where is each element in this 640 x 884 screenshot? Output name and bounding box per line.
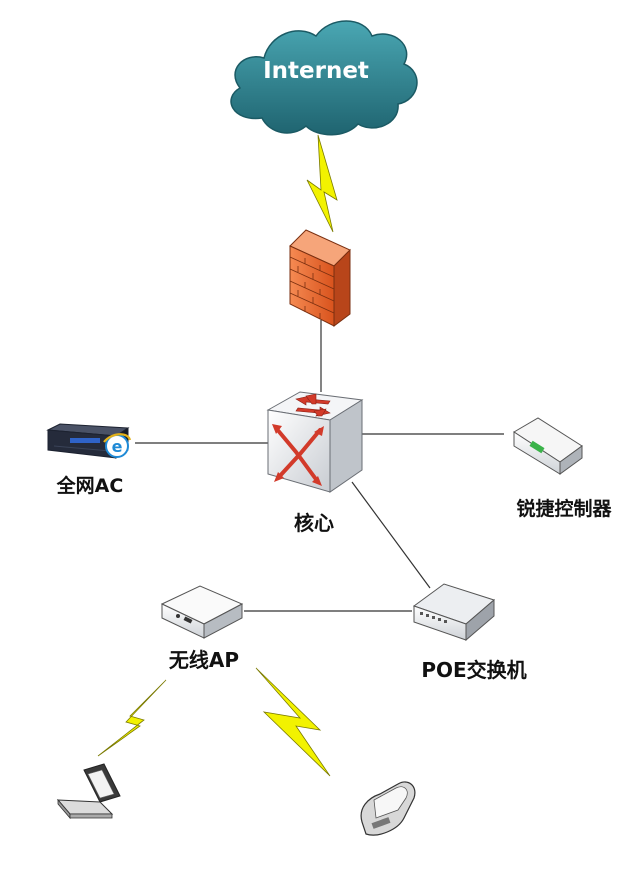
internet-label: Internet [263,58,369,84]
poe-switch-label: POE交换机 [421,658,526,682]
laptop-icon [56,763,121,820]
ac-server-icon: e [46,423,132,459]
mobile-phone-icon [360,781,416,836]
link-core-poe-switch [351,481,431,589]
core-switch-icon [266,391,364,493]
wireless-ap-icon [160,585,244,639]
core-label: 核心 [294,511,334,535]
poe-switch-icon [412,583,496,642]
lightning-bolt-icon [97,679,167,757]
lightning-bolt-icon [255,667,331,777]
firewall-icon [289,229,351,327]
full-network-ac-label: 全网AC [56,474,124,497]
wireless-ap-label: 无线AP [169,648,239,672]
controller-device-icon [513,417,583,475]
lightning-bolt-icon [306,134,338,233]
links [135,320,504,612]
internet-cloud: Internet [230,20,418,136]
ruijie-controller-label: 锐捷控制器 [516,497,612,520]
svg-text:e: e [112,437,123,456]
